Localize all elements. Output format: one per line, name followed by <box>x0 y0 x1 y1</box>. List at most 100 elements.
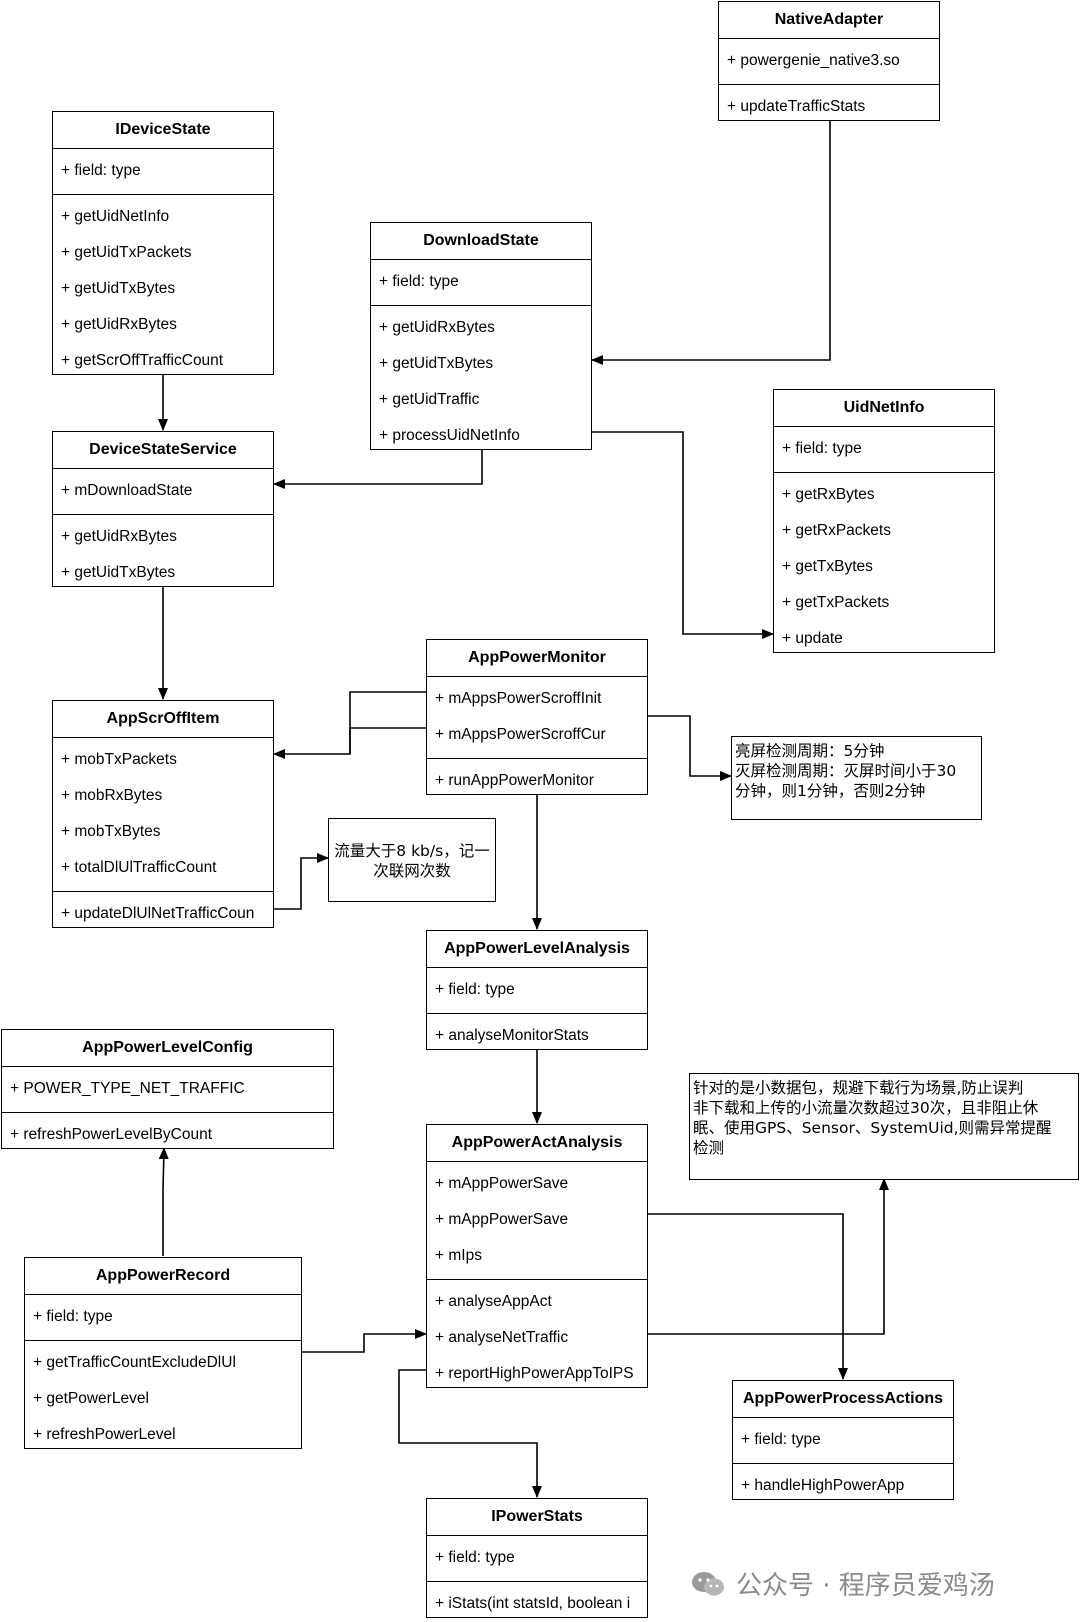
class-method: + getRxBytes <box>782 486 875 503</box>
wechat-icon <box>692 1572 724 1596</box>
class-title: AppPowerLevelConfig <box>2 1030 333 1067</box>
class-attribute: + mAppPowerSave <box>435 1175 569 1192</box>
class-apppowerprocessactions[interactable]: AppPowerProcessActions+ field: type + han… <box>732 1380 954 1500</box>
class-attribute: + mIps <box>435 1247 482 1264</box>
class-method: + getTrafficCountExcludeDlUl <box>33 1354 236 1371</box>
class-method: + getUidTraffic <box>379 391 480 408</box>
class-method: + getUidTxBytes <box>61 564 176 581</box>
edge-appscroffitem-note <box>274 853 329 910</box>
class-title: NativeAdapter <box>719 2 939 39</box>
edge-actanalysis-note <box>648 1178 889 1335</box>
note-traffic[interactable]: 流量大于8 kb/s，记一次联网次数 <box>328 818 496 902</box>
class-method: + getUidTxBytes <box>379 355 494 372</box>
class-attributes: + mDownloadState <box>53 469 273 515</box>
class-ipowerstats[interactable]: IPowerStats + field: type + iStats(int sta… <box>426 1498 648 1618</box>
class-attributes: + POWER_TYPE_NET_TRAFFIC <box>2 1067 333 1113</box>
class-attribute: + field: type <box>435 981 515 998</box>
class-attribute: + mAppsPowerScroffCur <box>435 726 606 743</box>
class-method: + getUidRxBytes <box>379 319 495 336</box>
class-method: + update <box>782 630 843 647</box>
class-methods: + getUidNetInfo + getUidTxPackets + getUid… <box>53 195 273 374</box>
note-line: 灭屏检测周期：灭屏时间小于30 <box>735 762 957 780</box>
class-title: AppPowerLevelAnalysis <box>427 931 647 968</box>
class-devicestateservice[interactable]: DeviceStateService+ mDownloadState+ getU… <box>52 431 274 587</box>
class-method: + getScrOffTrafficCount <box>61 352 224 369</box>
class-method: + getUidRxBytes <box>61 528 177 545</box>
class-attribute: + mobRxBytes <box>61 787 163 804</box>
class-title: AppPowerProcessActions <box>733 1381 953 1418</box>
class-title: DownloadState <box>371 223 591 260</box>
class-method: + iStats(int statsId, boolean i <box>435 1595 631 1612</box>
edge-actanalysis-processactions <box>648 1213 848 1380</box>
edge-downloadstate-devicestateservice <box>273 449 483 489</box>
class-methods: + updateDlUlNetTrafficCoun <box>53 892 273 927</box>
class-method: + handleHighPowerApp <box>741 1477 905 1494</box>
class-methods: + handleHighPowerApp <box>733 1464 953 1499</box>
note-small-packet[interactable]: 针对的是小数据包，规避下载行为场景,防止误判非下载和上传的小流量次数超过30次，… <box>689 1073 1079 1180</box>
class-methods: + iStats(int statsId, boolean i <box>427 1582 647 1617</box>
class-attributes: + field: type <box>774 427 994 473</box>
class-methods: + getUidRxBytes + getUidTxBytes <box>53 515 273 586</box>
class-title: DeviceStateService <box>53 432 273 469</box>
class-attribute: + mAppsPowerScroffInit <box>435 690 602 707</box>
class-appscroffitem[interactable]: AppScrOffItem+ mobTxPackets+ mobRxBytes+… <box>52 700 274 928</box>
note-line: 针对的是小数据包，规避下载行为场景,防止误判 <box>693 1079 1024 1097</box>
class-attribute: + field: type <box>379 273 459 290</box>
class-idevicestate[interactable]: IDeviceState+ field: type+ getUidNetInfo… <box>52 111 274 375</box>
note-line: 次联网次数 <box>373 862 451 880</box>
class-downloadstate[interactable]: DownloadState + field: type + getUidRxByte… <box>370 222 592 450</box>
class-methods: + analyseMonitorStats <box>427 1014 647 1049</box>
class-attributes: + field: type <box>53 149 273 195</box>
edge-record-levelconfig <box>158 1147 169 1256</box>
note-line: 流量大于8 kb/s，记一 <box>334 842 490 860</box>
class-attribute: + field: type <box>33 1308 113 1325</box>
class-methods: + refreshPowerLevelByCount <box>2 1113 333 1148</box>
note-line: 分钟，则1分钟，否则2分钟 <box>735 782 926 800</box>
class-title: AppPowerRecord <box>25 1258 301 1295</box>
class-methods: + getUidRxBytes + getUidTxBytes + getUidTr… <box>371 306 591 449</box>
class-method: + analyseMonitorStats <box>435 1027 589 1044</box>
class-attribute: + POWER_TYPE_NET_TRAFFIC <box>10 1080 245 1097</box>
class-title: AppPowerActAnalysis <box>427 1125 647 1162</box>
class-apppowerlevelanalysis[interactable]: AppPowerLevelAnalysis + field: type + anal… <box>426 930 648 1050</box>
class-method: + getUidTxBytes <box>61 280 176 297</box>
class-attributes: + powergenie_native3.so <box>719 39 939 85</box>
class-nativeadapter[interactable]: NativeAdapter + powergenie_native3.so + up… <box>718 1 940 121</box>
class-method: + getTxBytes <box>782 558 873 575</box>
class-uidnetinfo[interactable]: UidNetInfo+ field: type+ getRxBytes+ get… <box>773 389 995 653</box>
class-method: + getUidNetInfo <box>61 208 170 225</box>
class-apppowerrecord[interactable]: AppPowerRecord + field: type + getTrafficC… <box>24 1257 302 1449</box>
class-apppowermonitor[interactable]: AppPowerMonitor+ mAppsPowerScroffInit+ m… <box>426 639 648 795</box>
edge-monitor-scroffcur-appscroffitem <box>273 727 426 759</box>
class-apppowerlevelconfig[interactable]: AppPowerLevelConfig + POWER_TYPE_NET_TRAF… <box>1 1029 334 1149</box>
class-method: + refreshPowerLevelByCount <box>10 1126 213 1143</box>
class-attributes: + field: type <box>733 1418 953 1464</box>
class-attribute: + powergenie_native3.so <box>727 52 900 69</box>
edge-monitor-scroffinit-appscroffitem <box>349 691 426 754</box>
edge-record-actanalysis <box>302 1329 427 1353</box>
class-title: IPowerStats <box>427 1499 647 1536</box>
edge-downloadstate-uidnetinfo <box>592 431 774 639</box>
class-attributes: + mAppPowerSave+ mAppPowerSave+ mIps <box>427 1162 647 1280</box>
edge-actanalysis-ipowerstats <box>398 1369 542 1498</box>
class-methods: + analyseAppAct+ analyseNetTraffic+ repo… <box>427 1280 647 1387</box>
class-method: + getUidTxPackets <box>61 244 192 261</box>
class-title: IDeviceState <box>53 112 273 149</box>
note-line: 非下载和上传的小流量次数超过30次，且非阻止休 <box>693 1099 1039 1117</box>
class-attribute: + field: type <box>435 1549 515 1566</box>
class-attributes: + field: type <box>427 968 647 1014</box>
class-title: AppScrOffItem <box>53 701 273 738</box>
edge-monitor-note <box>648 715 732 781</box>
watermark-text: 公众号 · 程序员爱鸡汤 <box>736 1571 995 1601</box>
class-methods: + runAppPowerMonitor <box>427 759 647 794</box>
class-attributes: + field: type <box>371 260 591 306</box>
class-method: + analyseNetTraffic <box>435 1329 569 1346</box>
class-attributes: + field: type <box>427 1536 647 1582</box>
class-method: + updateTrafficStats <box>727 98 866 115</box>
class-method: + processUidNetInfo <box>379 427 520 444</box>
class-apppoweractanalysis[interactable]: AppPowerActAnalysis+ mAppPowerSave+ mApp… <box>426 1124 648 1388</box>
note-line: 检测 <box>693 1139 725 1157</box>
class-method: + reportHighPowerAppToIPS <box>435 1365 634 1382</box>
class-attribute: + totalDlUlTrafficCount <box>61 859 217 876</box>
